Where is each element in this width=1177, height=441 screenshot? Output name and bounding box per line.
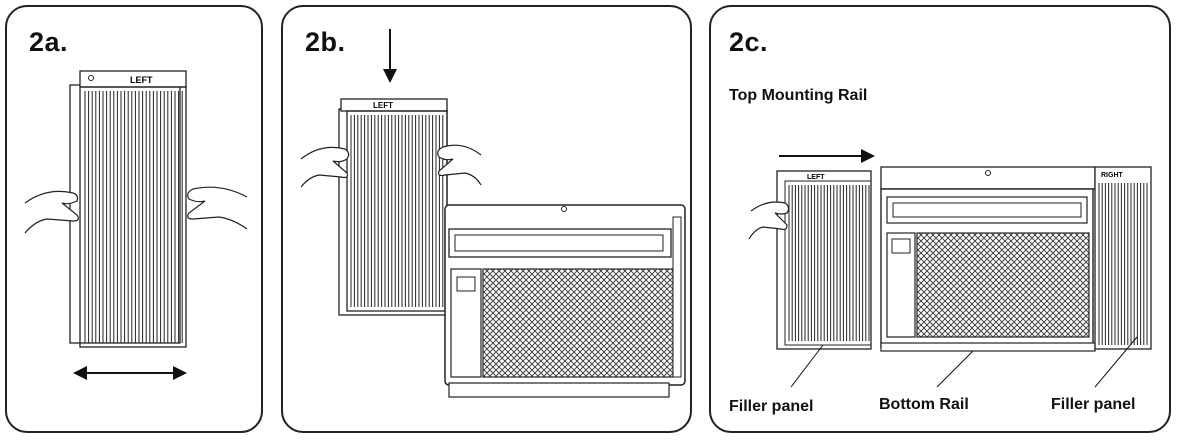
leader-line-filler-left <box>790 344 824 388</box>
panel-2c: 2c. Top Mounting Rail LEFT <box>709 5 1171 433</box>
filler-tag-left: LEFT <box>807 174 825 181</box>
air-vent <box>886 196 1088 224</box>
filler-panel-illustration-2a: LEFT <box>24 70 248 380</box>
filler-panel-ribs <box>788 185 870 341</box>
arrow-head-left <box>73 366 87 380</box>
panel-2a: 2a. LEFT <box>5 5 263 433</box>
install-illustration-2b: LEFT <box>300 29 686 398</box>
filler-panel-back <box>338 108 448 316</box>
panel-2b: 2b. LEFT <box>281 5 692 433</box>
right-hand-icon <box>437 144 482 186</box>
leader-line-filler-right <box>1094 336 1138 388</box>
filler-tag-right: RIGHT <box>1101 172 1124 179</box>
bottom-rail <box>880 342 1096 352</box>
left-hand-icon <box>24 190 79 234</box>
down-arrow-head <box>383 69 397 83</box>
filler-panel-left-label: Filler panel <box>729 398 814 415</box>
front-grille <box>482 268 674 378</box>
left-hand-icon <box>300 146 350 188</box>
step-label-2a: 2a. <box>29 27 69 57</box>
air-conditioner-unit <box>444 204 686 398</box>
screw-hole <box>88 75 94 81</box>
air-vent <box>448 228 672 258</box>
filler-tag-2b: LEFT <box>373 101 393 110</box>
hand-icon <box>748 201 790 240</box>
arrow-head-right <box>173 366 187 380</box>
install-illustration-2c: LEFT RIGHT <box>748 149 1152 388</box>
filler-panel-header <box>340 98 448 112</box>
filler-panel-right-label: Filler panel <box>1051 396 1136 413</box>
air-conditioner-unit <box>880 188 1094 348</box>
filler-tag-2a: LEFT <box>130 75 153 85</box>
right-arrow-head <box>861 149 875 163</box>
step-label-2c: 2c. <box>729 27 769 57</box>
top-mounting-rail-label: Top Mounting Rail <box>729 87 868 104</box>
front-grille <box>916 232 1090 338</box>
right-filler-panel <box>1094 166 1152 350</box>
right-hand-icon <box>187 186 248 230</box>
bottom-rail-label: Bottom Rail <box>879 396 969 413</box>
filler-panel-ribs <box>1098 183 1148 345</box>
filler-panel-front <box>79 86 187 348</box>
filler-panel-ribs <box>350 115 444 307</box>
filler-panel-ribs <box>84 91 183 343</box>
step-label-2b: 2b. <box>305 27 346 57</box>
leader-line-bottom-rail <box>936 350 974 388</box>
